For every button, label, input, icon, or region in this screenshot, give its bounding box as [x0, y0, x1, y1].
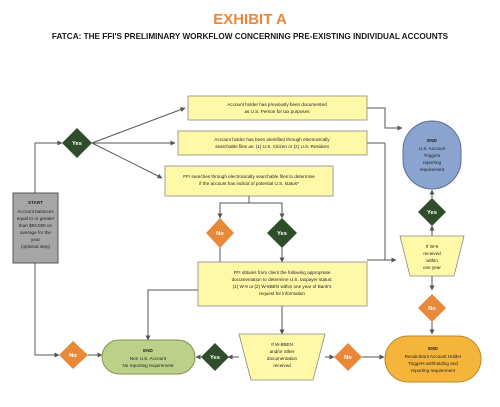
start-line: Account balances	[17, 209, 54, 214]
obtains-line: (1) W-9 or (2) W-8BEN within one year of…	[233, 284, 332, 289]
yes-label: Yes	[427, 210, 437, 216]
start-line: (optional step)	[21, 244, 51, 249]
documented-line: as U.S. Person for tax purposes	[244, 109, 310, 114]
end-non-us-line: Non U.S. Account	[130, 356, 167, 361]
end-us-line: U.S. Account	[419, 146, 446, 151]
obtains-line: request for information	[259, 291, 305, 296]
decision-yes-start: Yes	[62, 128, 92, 158]
no-label: No	[69, 353, 77, 359]
documented-line: Account holder has previously been docum…	[227, 102, 327, 107]
w9-line: within	[426, 258, 438, 263]
end-recalcitrant: END Recalcitrant Account Holder Triggers…	[384, 335, 482, 383]
end-non-us-title: END	[143, 348, 153, 353]
yes-label: Yes	[72, 141, 82, 147]
no-label: No	[216, 231, 224, 237]
w9-line: If W-9	[426, 244, 439, 249]
obtains-line: FFI obtains from client the following ap…	[234, 270, 331, 275]
decision-no-indicia: No	[206, 218, 234, 248]
searches-line: if the account has indicia of potential …	[199, 181, 299, 186]
identified-box: Account holder has been identified throu…	[177, 130, 368, 156]
end-us-line: reporting	[423, 160, 442, 165]
decision-yes-indicia: Yes	[267, 218, 297, 248]
w8ben-line: If W-8BEN	[271, 342, 293, 347]
w9-line: received	[423, 251, 441, 256]
yes-label: Yes	[277, 231, 287, 237]
end-us-account: END U.S. Account Triggers reporting requ…	[402, 120, 462, 190]
decision-yes-w9: Yes	[418, 198, 446, 226]
exhibit-title: EXHIBIT A	[213, 11, 287, 28]
obtains-documentation-box: FFI obtains from client the following ap…	[197, 261, 368, 307]
w8ben-line: and/or other	[270, 349, 295, 354]
end-recalcitrant-line: Triggers withholding and	[408, 361, 458, 366]
identified-line: Account holder has been identified throu…	[214, 137, 330, 142]
searches-line: FFI searches through electronically sear…	[183, 174, 315, 179]
start-line: equal to or greater	[17, 216, 55, 221]
no-label: No	[428, 306, 436, 312]
obtains-line: documentation to determine U.S. taxpayer…	[232, 277, 333, 282]
end-non-us-account: END Non U.S. Account No reporting requir…	[101, 339, 196, 375]
start-line: than $50,000 on	[19, 223, 53, 228]
start-line: average for the	[20, 230, 51, 235]
end-us-title: END	[427, 138, 437, 143]
identified-line: searchable files as: (1) U.S. Citizen or…	[215, 144, 329, 149]
w8ben-line: documentation	[267, 356, 298, 361]
end-non-us-line: No reporting requirement	[122, 363, 174, 368]
start-title: START	[28, 200, 43, 205]
end-recalcitrant-line: reporting requirement	[411, 368, 456, 373]
end-us-line: requirement	[420, 167, 445, 172]
w8ben-line: received	[273, 363, 291, 368]
searches-box: FFI searches through electronically sear…	[164, 165, 334, 197]
w9-received-shape: If W-9 received within one year	[399, 235, 465, 277]
w8ben-received-shape: If W-8BEN and/or other documentation rec…	[238, 333, 326, 381]
start-line: year	[31, 237, 40, 242]
diagram-subtitle: FATCA: THE FFI'S PRELIMINARY WORKFLOW CO…	[52, 32, 449, 41]
no-label: No	[344, 355, 352, 361]
end-recalcitrant-title: END	[428, 346, 438, 351]
end-recalcitrant-line: Recalcitrant Account Holder	[405, 354, 462, 359]
decision-no-w8ben: No	[334, 343, 362, 371]
documented-box: Account holder has previously been docum…	[187, 95, 368, 121]
decision-no-start: No	[59, 341, 88, 369]
start-box: START Account balances equal to or great…	[12, 192, 59, 264]
decision-no-w9: No	[418, 294, 446, 322]
yes-label: Yes	[210, 355, 220, 361]
w9-line: one year	[423, 265, 441, 270]
end-us-line: Triggers	[424, 153, 441, 158]
decision-yes-w8ben: Yes	[201, 343, 229, 371]
